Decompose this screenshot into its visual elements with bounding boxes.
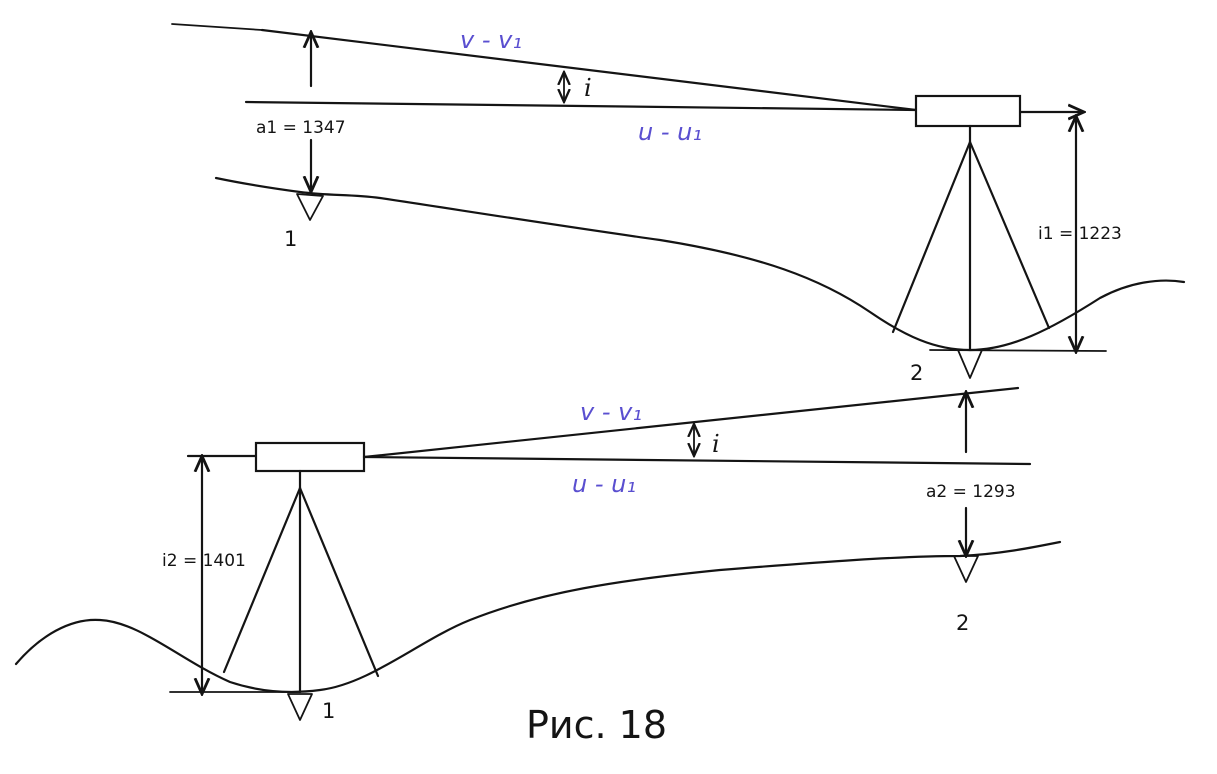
top-angle-label: i — [584, 74, 592, 102]
bottom-sight-line — [362, 386, 1020, 459]
top-sight-line-tail — [171, 23, 263, 31]
bottom-height-label: i2 = 1401 — [162, 551, 246, 571]
top-peg-2 — [957, 349, 983, 379]
top-reading-label: a1 = 1347 — [256, 118, 346, 138]
bottom-level-line — [362, 455, 1032, 466]
bottom-ground-profile — [14, 540, 1062, 694]
top-level-line — [244, 100, 918, 112]
top-point-1-label: 1 — [284, 227, 297, 251]
top-tripod-right-leg — [968, 140, 1051, 330]
bottom-diagram: i2 = 1401 i v - v₁ u - u₁ a2 = 1293 1 2 — [14, 386, 1062, 723]
top-ground-profile — [214, 176, 1186, 352]
bottom-peg-2 — [953, 555, 979, 583]
bottom-tripod-left-leg — [222, 486, 302, 674]
top-ground-reference — [929, 349, 1107, 352]
top-diagram: i v - v₁ u - u₁ a1 = 1347 1 2 i1 = 1223 — [171, 23, 1186, 385]
top-point-2-label: 2 — [910, 361, 923, 385]
top-tripod-left-leg — [891, 140, 972, 334]
top-sight-line — [260, 28, 918, 112]
bottom-level-line-label: u - u₁ — [572, 470, 636, 498]
top-sight-line-label: v - v₁ — [460, 26, 522, 54]
bottom-peg-1 — [287, 693, 313, 721]
top-level-instrument — [914, 94, 1022, 128]
bottom-point-1-label: 1 — [322, 699, 335, 723]
top-peg-1 — [296, 193, 324, 221]
top-height-label: i1 = 1223 — [1038, 224, 1122, 244]
bottom-level-instrument — [254, 441, 366, 473]
bottom-tripod-right-leg — [298, 486, 380, 678]
bottom-sight-line-label: v - v₁ — [580, 398, 642, 426]
bottom-reading-label: a2 = 1293 — [926, 482, 1016, 502]
top-level-line-label: u - u₁ — [638, 118, 702, 146]
bottom-angle-label: i — [712, 430, 720, 458]
bottom-point-2-label: 2 — [956, 611, 969, 635]
figure-caption: Рис. 18 — [526, 703, 667, 747]
